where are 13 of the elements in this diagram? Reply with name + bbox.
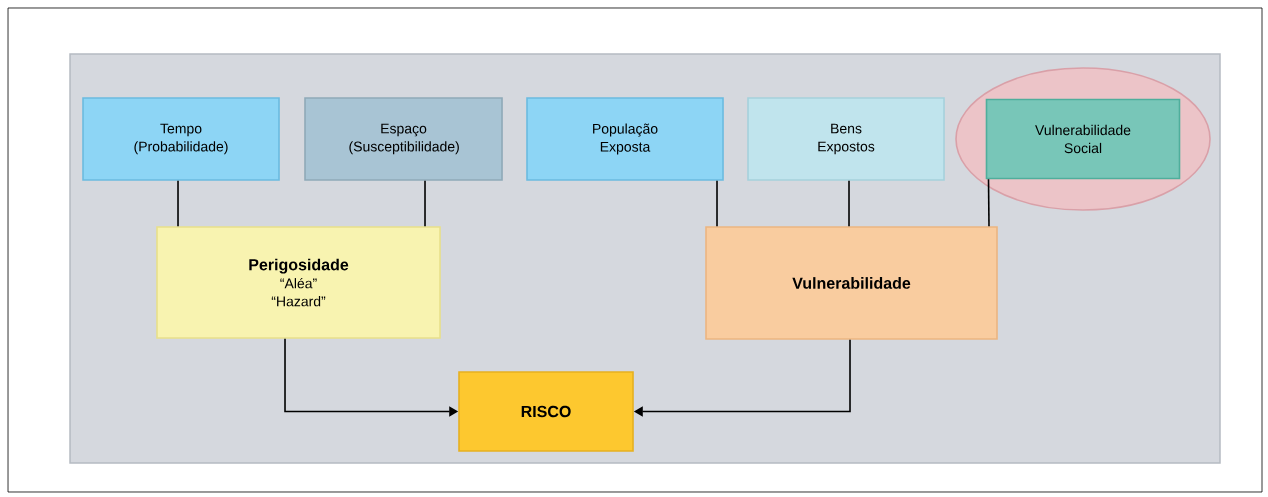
vulnerability-box: Vulnerabilidade xyxy=(705,226,998,340)
connector-line xyxy=(177,180,179,227)
factor-box: Tempo (Probabilidade) xyxy=(82,97,280,181)
risk-box: RISCO xyxy=(458,371,634,452)
factor-box: Vulnerabilidade Social xyxy=(985,98,1181,180)
connector-line xyxy=(716,180,718,227)
factor-box: Espaço (Susceptibilidade) xyxy=(304,97,503,181)
factor-box: Bens Expostos xyxy=(747,97,945,181)
connector-line xyxy=(987,178,990,227)
connector-line xyxy=(424,180,426,227)
connector-line xyxy=(848,180,850,227)
factor-box: População Exposta xyxy=(526,97,724,181)
hazard-box: Perigosidade “Aléa” “Hazard” xyxy=(156,226,441,339)
